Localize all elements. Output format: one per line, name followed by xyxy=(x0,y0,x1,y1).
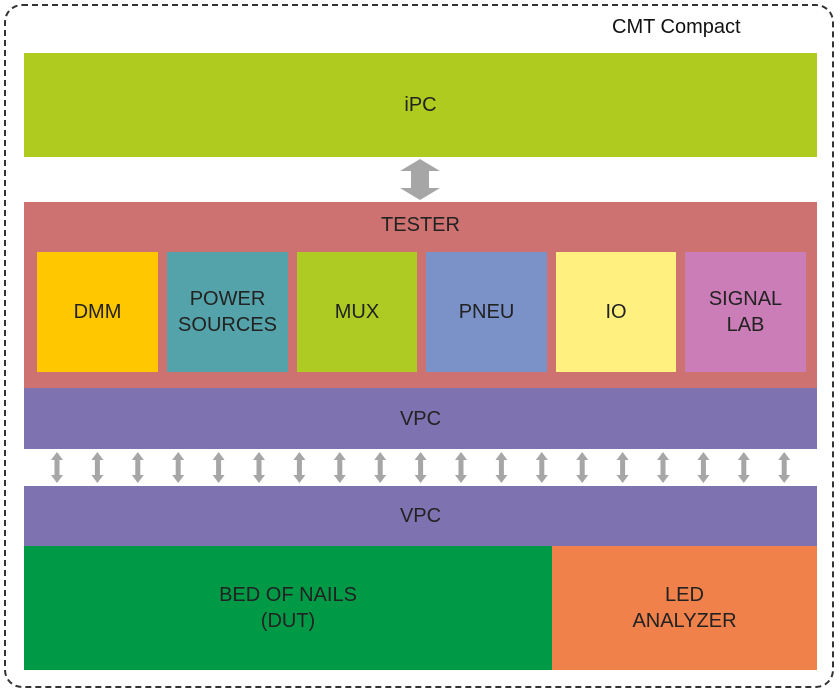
vpc-link-arrow xyxy=(212,452,225,483)
vpc-top-label: VPC xyxy=(399,407,442,430)
power-sources-label: POWER SOURCES xyxy=(178,288,277,336)
vpc-link-arrow xyxy=(253,452,265,483)
vpc-link-arrow xyxy=(91,452,104,483)
vpc-link-arrow xyxy=(51,452,63,483)
vpc-bottom-block: VPC xyxy=(24,486,817,546)
vpc-bottom-label: VPC xyxy=(399,505,442,527)
dmm-label: DMM xyxy=(73,301,122,323)
io-module: IO xyxy=(556,252,676,372)
cmt-compact-frame xyxy=(4,4,834,688)
mux-label: MUX xyxy=(334,301,380,323)
vpc-link-arrow xyxy=(131,452,144,483)
led-analyzer-block: LED ANALYZER xyxy=(552,546,817,670)
pneu-label: PNEU xyxy=(458,301,515,323)
vpc-link-arrow xyxy=(576,452,589,483)
ipc-label: iPC xyxy=(404,94,437,116)
vpc-link-arrow xyxy=(172,452,185,483)
ipc-block: iPC xyxy=(24,53,817,157)
vpc-link-arrow xyxy=(455,452,467,483)
vpc-link-arrow xyxy=(737,452,750,483)
signal-lab-module: SIGNAL LAB xyxy=(685,252,806,372)
mux-module: MUX xyxy=(297,252,417,372)
led-analyzer-label: LED ANALYZER xyxy=(632,584,737,632)
vpc-link-arrow xyxy=(778,452,791,483)
bed-of-nails-label: BED OF NAILS (DUT) xyxy=(219,584,357,632)
tester-label: TESTER xyxy=(381,214,460,236)
vpc-link-arrow xyxy=(535,452,548,483)
vpc-link-arrow xyxy=(333,452,346,483)
vpc-link-arrow xyxy=(414,452,427,483)
dmm-module: DMM xyxy=(37,252,158,372)
vpc-link-arrow xyxy=(657,452,669,483)
vpc-link-arrow xyxy=(616,452,629,483)
vpc-top-block: VPC xyxy=(24,388,817,449)
io-label: IO xyxy=(605,301,627,323)
ipc-tester-arrow xyxy=(400,159,440,200)
vpc-link-arrow xyxy=(293,452,306,483)
vpc-link-arrow xyxy=(697,452,710,483)
vpc-link-arrow xyxy=(374,452,387,483)
diagram-title: CMT Compact xyxy=(612,16,741,38)
vpc-link-arrow xyxy=(495,452,508,483)
power-sources-module: POWER SOURCES xyxy=(167,252,288,372)
pneu-module: PNEU xyxy=(426,252,547,372)
bed-of-nails-block: BED OF NAILS (DUT) xyxy=(24,546,552,670)
signal-lab-label: SIGNAL LAB xyxy=(708,288,783,336)
